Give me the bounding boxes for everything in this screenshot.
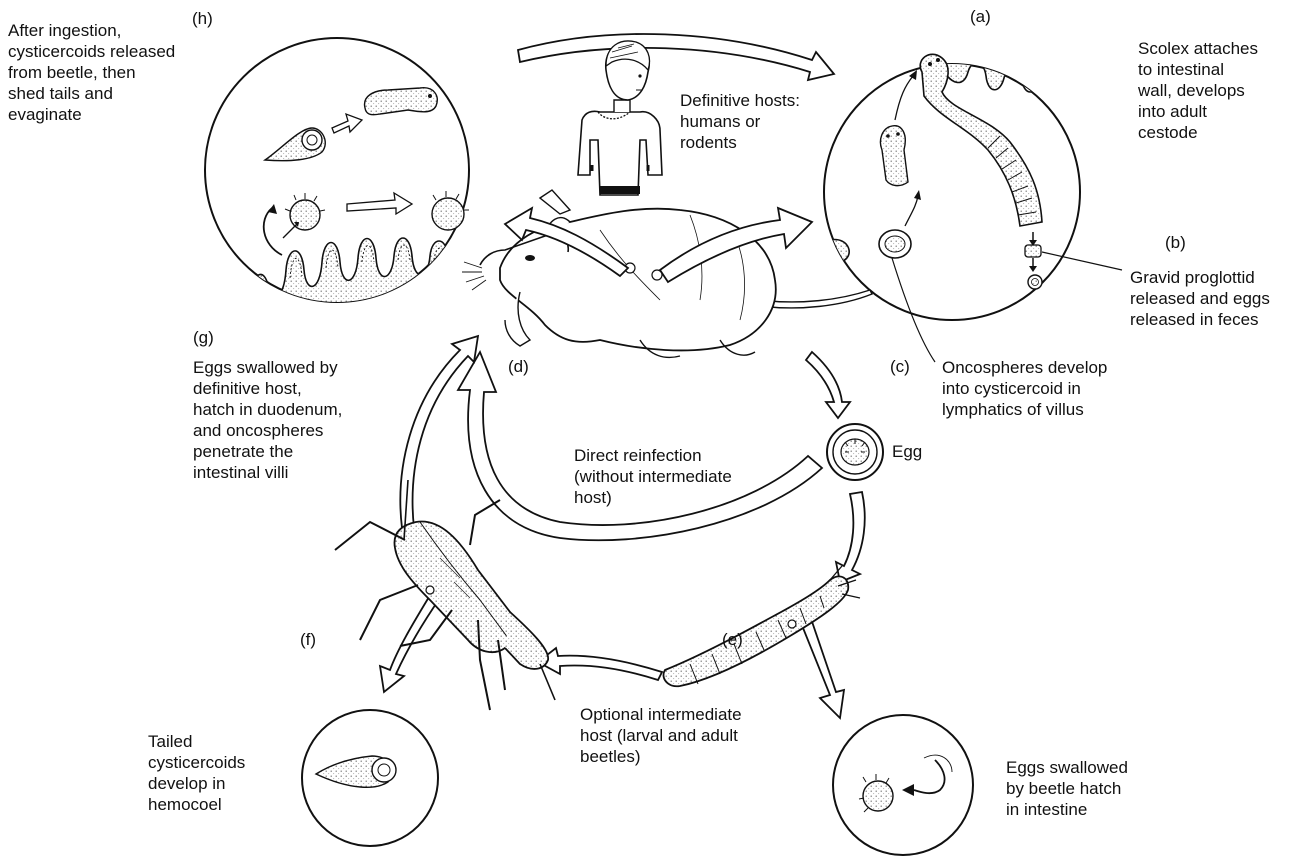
inset-h-circle (205, 38, 470, 320)
human-figure (578, 41, 662, 195)
label-intermediate-host: Optional intermediate host (larval and a… (580, 704, 742, 767)
label-letter-h: (h) (192, 8, 213, 29)
hatching-oncosphere (863, 781, 893, 811)
label-tailed-cysticercoids: Tailed cysticercoids develop in hemocoel (148, 731, 245, 815)
label-a-description: Scolex attaches to intestinal wall, deve… (1138, 38, 1258, 143)
egg-figure (827, 424, 883, 480)
label-g-description: Eggs swallowed by definitive host, hatch… (193, 357, 342, 483)
oncosphere-h (290, 200, 320, 230)
label-c-description: Oncospheres develop into cysticercoid in… (942, 357, 1107, 420)
label-eggs-swallowed-by-beetle: Eggs swallowed by beetle hatch in intest… (1006, 757, 1128, 820)
arrow-larva-to-beetle (538, 648, 662, 680)
label-letter-a: (a) (970, 6, 991, 27)
arrow-rat-to-egg (806, 352, 850, 418)
inset-e-circle (833, 715, 973, 855)
label-egg: Egg (892, 441, 922, 462)
arrow-beetle-to-rat (400, 336, 478, 528)
label-direct-reinfection: Direct reinfection (without intermediate… (574, 445, 732, 508)
arrow-beetle-to-inset-f (380, 592, 440, 692)
label-b-description: Gravid proglottid released and eggs rele… (1130, 267, 1270, 330)
label-letter-c: (c) (890, 356, 910, 377)
label-letter-d: (d) (508, 356, 529, 377)
label-letter-e: (e) (722, 629, 743, 650)
gravid-proglottid (1025, 245, 1041, 257)
label-letter-f: (f) (300, 629, 316, 650)
arrow-h-to-a (518, 34, 834, 80)
label-h-description: After ingestion, cysticercoids released … (8, 20, 175, 125)
label-definitive-hosts: Definitive hosts: humans or rodents (680, 90, 800, 153)
inset-f-circle (302, 710, 438, 846)
label-letter-b: (b) (1165, 232, 1186, 253)
label-letter-g: (g) (193, 327, 214, 348)
evaginated-scolex-h (365, 88, 438, 115)
larva-figure (663, 566, 860, 686)
